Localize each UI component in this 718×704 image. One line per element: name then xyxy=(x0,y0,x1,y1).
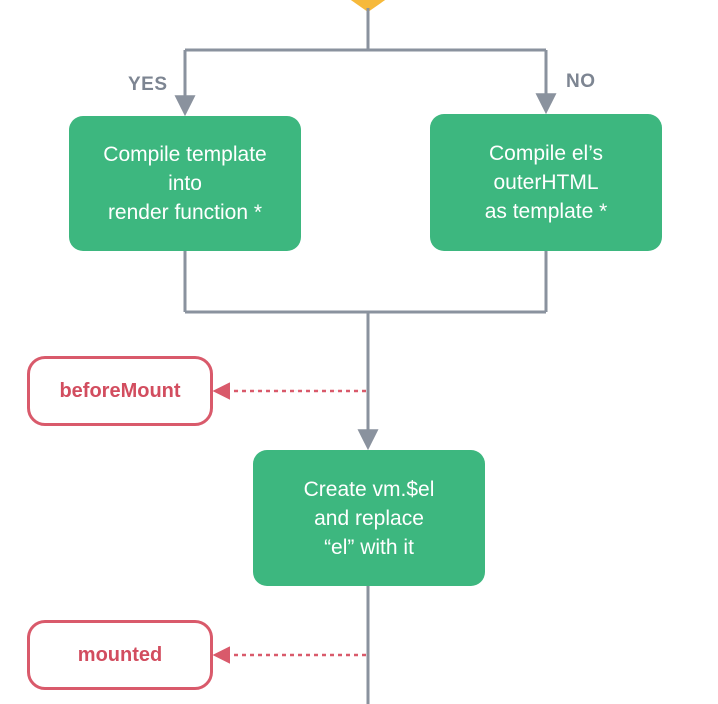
mounted-hook: mounted xyxy=(27,620,213,690)
compile-template-node: Compile template into render function * xyxy=(69,116,301,251)
branch-label-yes: YES xyxy=(128,74,168,95)
branch-label-no: NO xyxy=(566,71,596,92)
before-mount-hook: beforeMount xyxy=(27,356,213,426)
decision-diamond xyxy=(350,0,386,12)
compile-outer-html-node: Compile el’s outerHTML as template * xyxy=(430,114,662,251)
create-vm-el-node: Create vm.$el and replace “el” with it xyxy=(253,450,485,586)
